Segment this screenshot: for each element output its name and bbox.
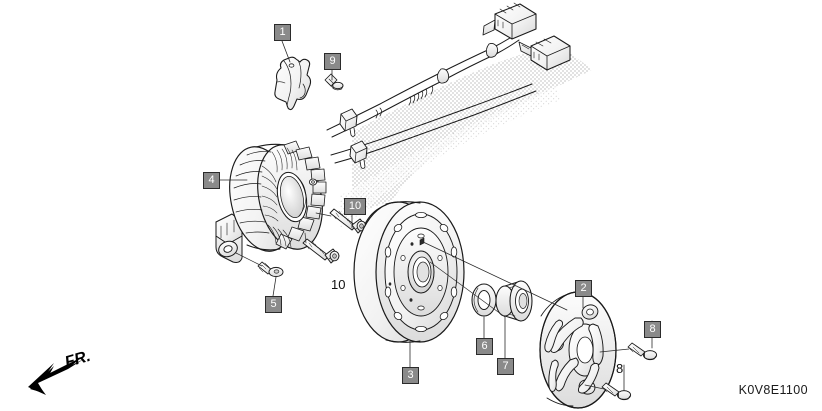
part-flange-bolt-fan-lower (601, 382, 632, 401)
callout-2[interactable]: 2 (575, 280, 592, 297)
connector-2-pin (518, 35, 571, 71)
part-flange-bolt-fan-upper (627, 342, 658, 361)
part-stator-wire-harness (326, 2, 571, 169)
callout-6[interactable]: 6 (476, 338, 493, 355)
part-stator-assembly (215, 140, 327, 263)
part-wire-clamp-bracket (274, 56, 312, 111)
part-cooling-fan (539, 291, 617, 409)
front-direction-arrow-icon (28, 357, 84, 395)
connector-3-pin (482, 2, 537, 40)
callout-10[interactable]: 10 (344, 198, 366, 215)
front-direction-marker: FR. (24, 348, 110, 399)
cable-tie-lower (485, 43, 499, 58)
part-socket-bolt-stator-lower (302, 238, 340, 264)
part-socket-bolt-stator-upper (329, 208, 367, 234)
callout-8[interactable]: 8 (644, 321, 661, 338)
callout-7[interactable]: 7 (497, 358, 514, 375)
callout-4[interactable]: 4 (203, 172, 220, 189)
reference-number-10-lower: 10 (331, 277, 346, 292)
part-collar-boss (495, 280, 533, 322)
reference-number-8-lower: 8 (616, 361, 624, 376)
part-washer (471, 283, 497, 317)
shaded-background-region (340, 44, 592, 228)
drawing-number: K0V8E1100 (738, 383, 808, 397)
callout-5[interactable]: 5 (265, 296, 282, 313)
callout-9[interactable]: 9 (324, 53, 341, 70)
leader-lines (219, 40, 653, 391)
part-flange-screw-wire-holder (257, 261, 284, 278)
callout-1[interactable]: 1 (274, 24, 291, 41)
callout-3[interactable]: 3 (402, 367, 419, 384)
part-flange-bolt-bracket (324, 73, 344, 91)
harness-clip-lower (349, 140, 368, 169)
harness-clip-upper (339, 108, 358, 137)
part-flywheel-rotor (353, 201, 465, 343)
cable-tie-upper (437, 68, 450, 84)
